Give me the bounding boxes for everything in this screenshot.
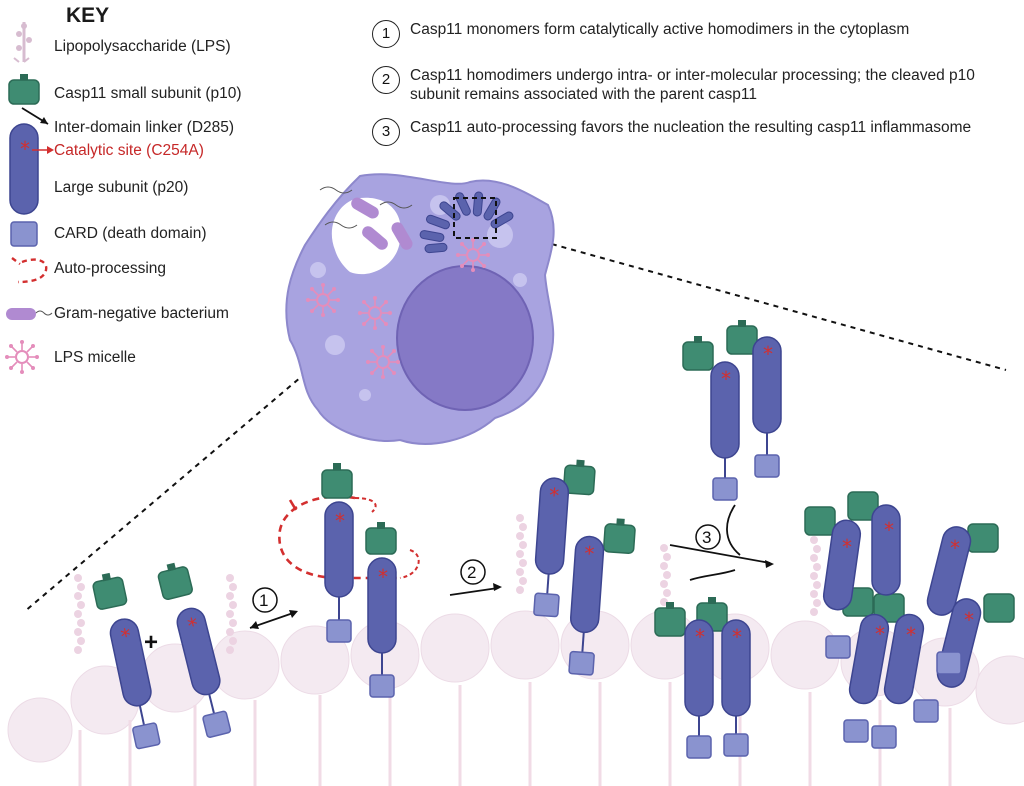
step-1-text: Casp11 monomers form catalytically activ… <box>410 21 910 38</box>
svg-text:*: * <box>875 622 885 646</box>
svg-text:*: * <box>884 518 894 542</box>
processed-dimer: * * <box>533 459 636 676</box>
step-3-number: 3 <box>372 118 400 146</box>
lps-icon <box>13 22 32 63</box>
card-icon <box>10 221 38 247</box>
zoom-guides <box>23 227 1007 613</box>
svg-text:*: * <box>695 625 705 649</box>
key-icons: * <box>4 22 54 375</box>
flow-step-2: 2 <box>449 559 502 596</box>
step-1-number: 1 <box>372 20 400 48</box>
key-label-lps: Lipopolysaccharide (LPS) <box>54 38 231 55</box>
casp11-monomers: * * + <box>92 562 232 750</box>
auto-processing-icon <box>11 257 48 284</box>
key-label-linker: Inter-domain linker (D285) <box>54 119 235 136</box>
svg-text:*: * <box>732 625 742 649</box>
key-label-catalytic-site: Catalytic site (C254A) <box>54 142 204 159</box>
svg-text:*: * <box>721 367 731 391</box>
svg-text:*: * <box>950 536 960 560</box>
key-label-p20: Large subunit (p20) <box>54 179 189 196</box>
bacterium-icon <box>6 308 53 320</box>
casp11-homodimer: * * <box>278 463 420 698</box>
svg-text:*: * <box>763 342 773 366</box>
svg-text:*: * <box>906 623 916 647</box>
micelle-icon <box>4 339 40 375</box>
svg-text:*: * <box>335 509 345 533</box>
macrophage-cell <box>285 173 555 445</box>
released-dimer-bottom: * * <box>654 597 751 759</box>
key-label-card: CARD (death domain) <box>54 225 207 242</box>
casp11-inflammasome: * * * * * * <box>804 491 1015 749</box>
step-2-text: Casp11 homodimers undergo intra- or inte… <box>410 67 975 103</box>
flow-step-3: 3 <box>669 504 774 581</box>
svg-text:*: * <box>378 565 388 589</box>
step-3-text: Casp11 auto-processing favors the nuclea… <box>410 119 972 136</box>
released-dimer-top: * * <box>682 320 782 501</box>
key-title: KEY <box>66 4 110 27</box>
bacteria <box>319 186 413 250</box>
key-label-p10: Casp11 small subunit (p10) <box>54 85 242 102</box>
svg-text:*: * <box>842 535 852 559</box>
svg-text:1: 1 <box>259 591 268 610</box>
step-2-number: 2 <box>372 66 400 94</box>
svg-text:*: * <box>20 137 30 161</box>
svg-text:*: * <box>583 541 595 566</box>
key-label-bacterium: Gram-negative bacterium <box>54 305 229 322</box>
svg-text:*: * <box>119 623 134 649</box>
p10-icon <box>8 74 40 105</box>
svg-text:*: * <box>548 483 560 508</box>
svg-text:3: 3 <box>702 528 711 547</box>
plus-sign: + <box>144 629 158 656</box>
key-label-micelle: LPS micelle <box>54 349 136 366</box>
p20-icon: * <box>9 123 54 215</box>
flow-step-1: 1 <box>249 587 298 629</box>
svg-text:*: * <box>964 608 974 632</box>
svg-text:2: 2 <box>467 563 476 582</box>
key-label-auto-processing: Auto-processing <box>54 260 167 277</box>
